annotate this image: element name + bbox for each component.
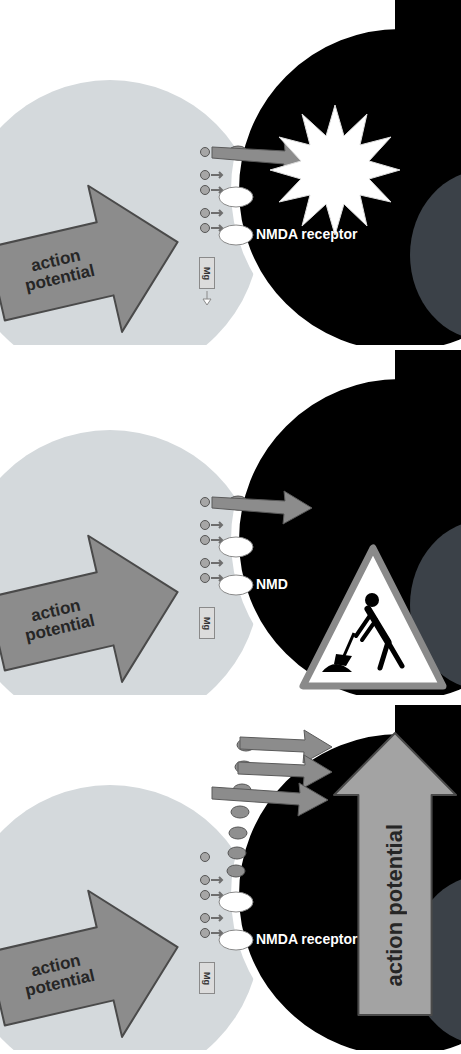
mg-release-arrow <box>203 291 211 305</box>
vesicle <box>201 148 210 157</box>
text-area: action potential <box>358 795 431 1015</box>
arrow-label: action potential <box>4 591 112 649</box>
arrow-label: action potential <box>382 824 408 987</box>
arrow-label: action potential <box>4 946 112 1004</box>
arrow-outline <box>0 519 194 707</box>
inserted-receptors <box>227 739 255 877</box>
synapse-base <box>0 350 461 695</box>
synapse-base <box>0 705 461 1050</box>
vesicle <box>201 853 210 862</box>
arrow-outline <box>0 169 194 357</box>
arrow-shape <box>0 874 194 1054</box>
dirt-mound <box>322 664 352 672</box>
signal-arrow: action potential <box>0 874 194 1054</box>
vesicle <box>201 498 210 507</box>
ion-label: Mg <box>202 617 212 630</box>
ion-label: Mg <box>202 267 212 280</box>
panel-activation <box>0 0 461 345</box>
magnesium-block: Mg <box>199 607 215 639</box>
warning-sign <box>303 548 443 686</box>
ion-flow-arrow <box>212 491 312 524</box>
text-area: Mg <box>200 963 214 993</box>
magnesium-block: Mg <box>199 962 215 994</box>
ion-flow-arrow <box>238 755 332 788</box>
panel-construction <box>0 350 461 695</box>
worker-arms <box>356 614 376 640</box>
panel-potentiation <box>0 705 461 1050</box>
ion-flow-arrow <box>240 730 332 763</box>
worker-head <box>365 593 379 607</box>
receptor-label: NMDA receptor <box>256 226 357 242</box>
signal-arrow: action potential <box>0 519 194 707</box>
ion-label: Mg <box>202 972 212 985</box>
ion-flow-arrow <box>212 783 328 816</box>
synapse-base <box>0 0 461 345</box>
ampa-receptor <box>229 827 247 839</box>
shovel-handle <box>344 633 354 656</box>
activation-burst <box>270 105 400 235</box>
ampa-receptor <box>231 806 249 818</box>
text-area: Mg <box>200 608 214 638</box>
arrow-outline <box>0 874 194 1054</box>
arrow-label: action potential <box>4 241 112 299</box>
signal-arrow: action potential <box>0 169 194 357</box>
receptor-label: NMDA receptor <box>256 931 357 947</box>
arrow-outline <box>334 733 456 1015</box>
worker-legs <box>380 642 402 668</box>
ampa-receptor <box>228 847 246 859</box>
worker-icon <box>322 593 402 672</box>
output-arrow: action potential <box>334 733 456 1015</box>
magnesium-block: Mg <box>199 257 215 289</box>
receptor-label: NMD <box>256 576 288 592</box>
ampa-receptor <box>227 865 245 877</box>
text-area: Mg <box>200 258 214 288</box>
